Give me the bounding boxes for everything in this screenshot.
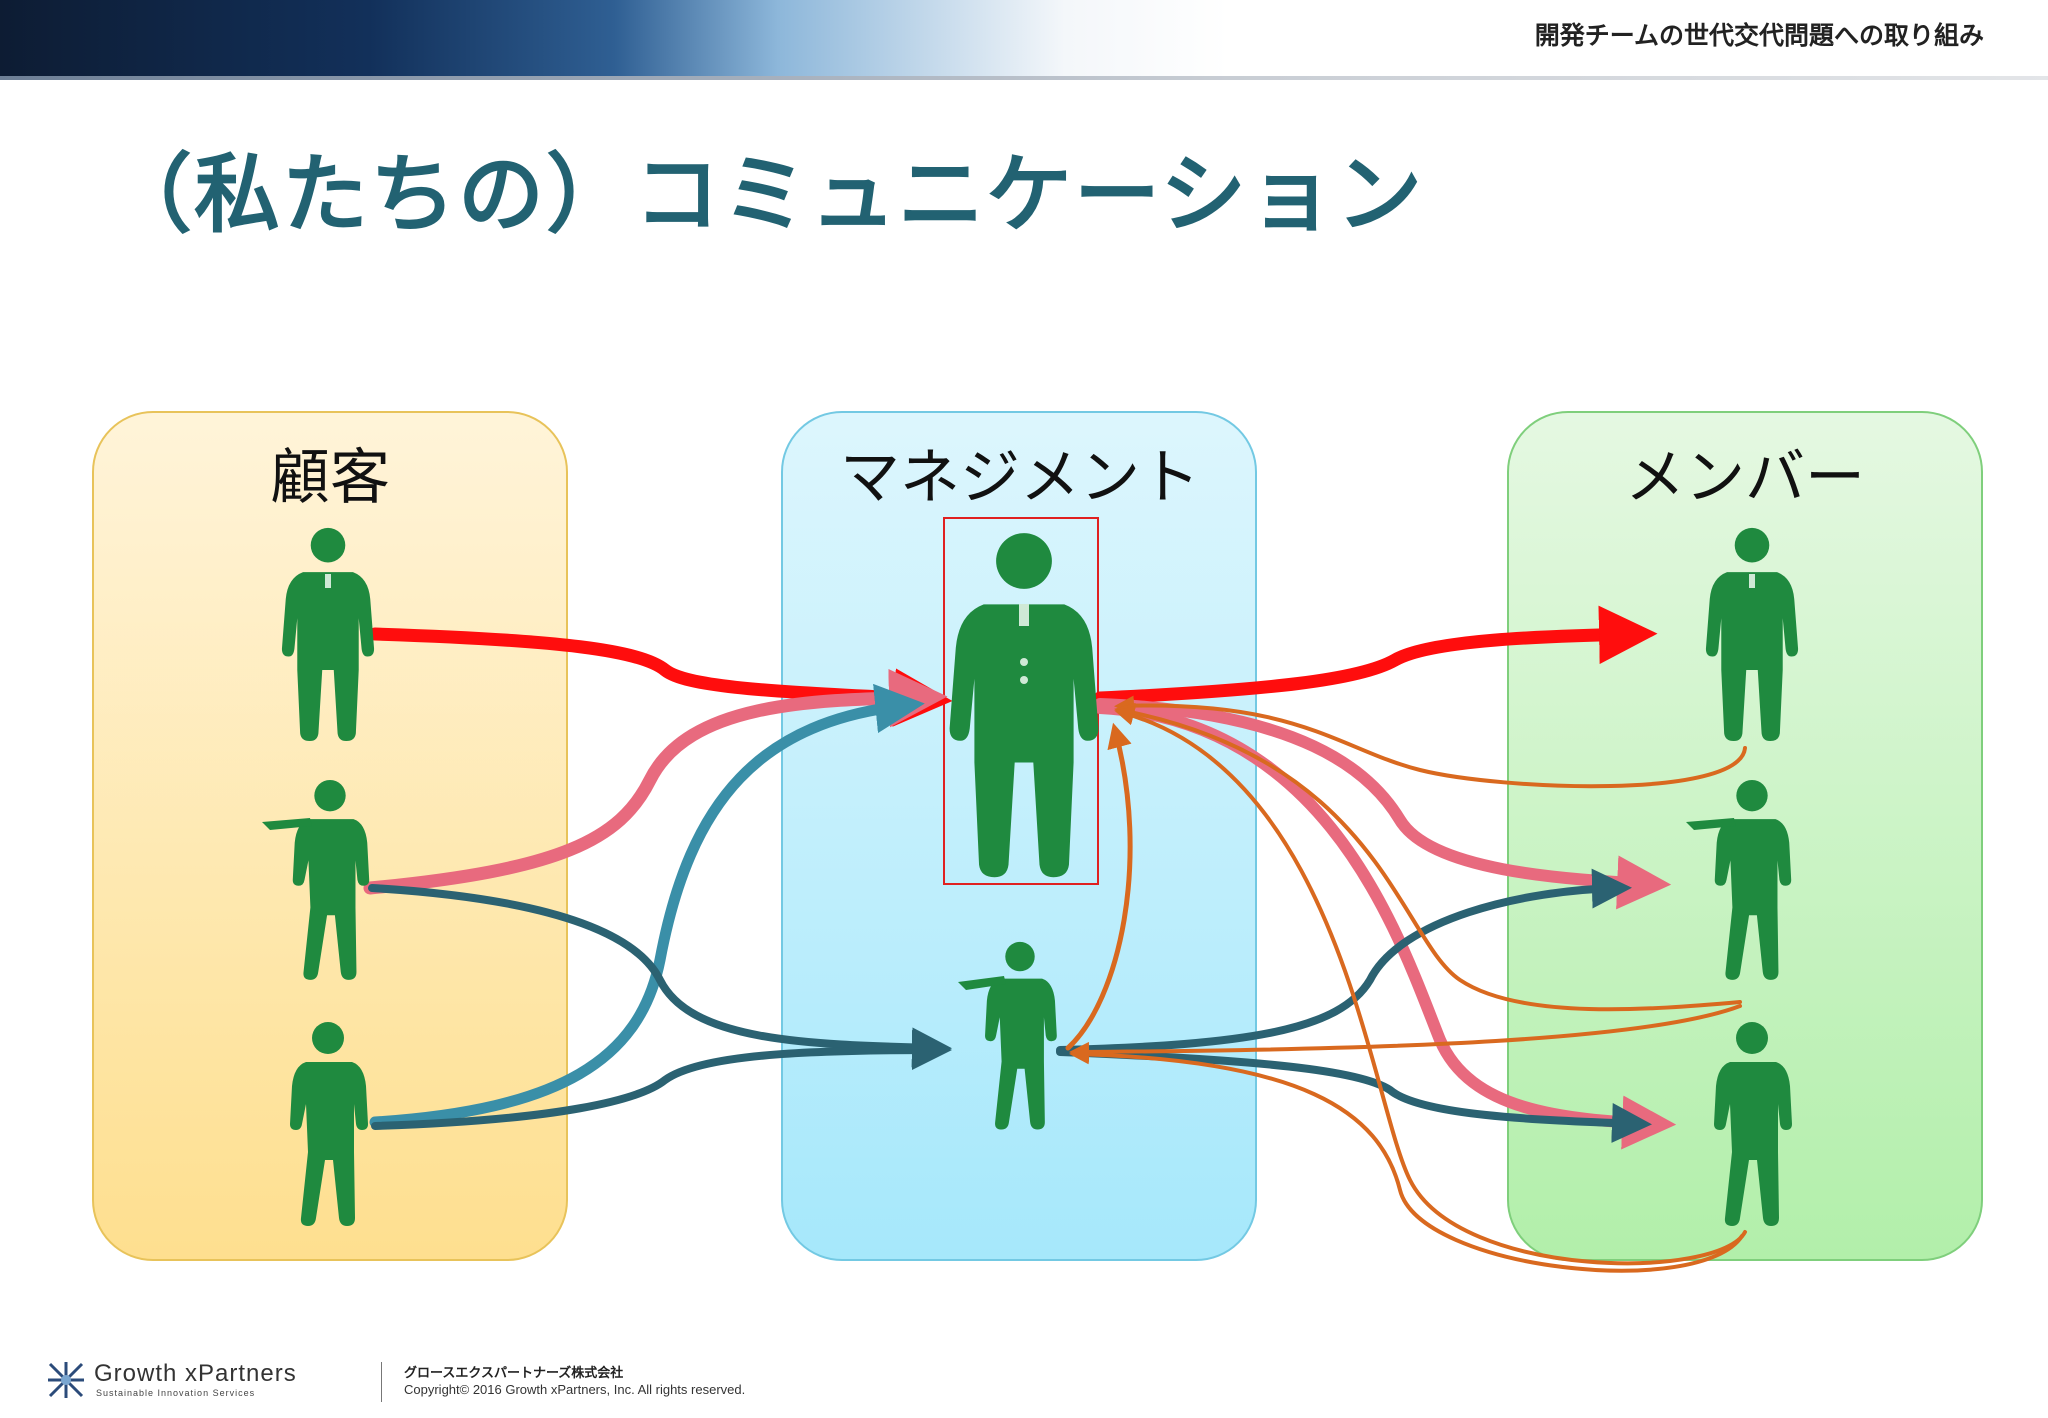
footer-divider bbox=[381, 1362, 382, 1402]
growth-xpartners-logo-icon bbox=[48, 1362, 84, 1398]
arrow-customer3-to-staff bbox=[371, 1030, 952, 1130]
logo-name: Growth xPartners bbox=[94, 1360, 297, 1387]
arrow-customer3-to-manager bbox=[369, 683, 925, 1128]
arrow-customer2-to-staff bbox=[368, 884, 952, 1068]
logo-tagline: Sustainable Innovation Services bbox=[96, 1388, 256, 1398]
arrow-manager-to-member1 bbox=[1093, 605, 1658, 705]
manager-button-icon bbox=[1020, 658, 1028, 666]
member-2-scarf-icon bbox=[1686, 818, 1736, 830]
arrow-staff-to-member2 bbox=[1056, 868, 1632, 1054]
copyright-text: Copyright© 2016 Growth xPartners, Inc. A… bbox=[404, 1382, 746, 1397]
arrow-manager-to-member2 bbox=[1094, 698, 1672, 910]
arrow-staff-to-manager bbox=[1065, 722, 1133, 1051]
arrow-customer1-to-manager bbox=[368, 627, 953, 727]
customer-1-tie-icon bbox=[325, 574, 331, 588]
manager-tie-icon bbox=[1019, 604, 1029, 626]
arrow-member3-to-manager bbox=[1114, 705, 1747, 1266]
arrow-member2-to-manager bbox=[1114, 702, 1742, 1012]
header-title: 開発チームの世代交代問題への取り組み bbox=[1534, 21, 1984, 50]
slide-title: （私たちの）コミュニケーション bbox=[106, 145, 1425, 245]
company-name: グロースエクスパートナーズ株式会社 bbox=[404, 1366, 624, 1381]
footer: Growth xPartners Sustainable Innovation … bbox=[46, 1356, 946, 1406]
header-band bbox=[0, 0, 2048, 80]
member-1-tie-icon bbox=[1749, 574, 1755, 588]
arrow-staff-to-member3 bbox=[1056, 1048, 1652, 1143]
staff-scarf-icon bbox=[958, 976, 1006, 990]
member-group-label: メンバー bbox=[1625, 443, 1865, 513]
customer-group-label: 顧客 bbox=[270, 443, 390, 513]
arrow-member3-to-staff bbox=[1069, 1044, 1744, 1273]
arrow-customer2-to-manager bbox=[363, 668, 948, 895]
customer-2-scarf-icon bbox=[262, 818, 312, 830]
arrow-member1-to-manager bbox=[1114, 695, 1747, 789]
management-group-label: マネジメント bbox=[840, 443, 1200, 513]
arrow-member2-to-staff bbox=[1069, 1004, 1742, 1062]
